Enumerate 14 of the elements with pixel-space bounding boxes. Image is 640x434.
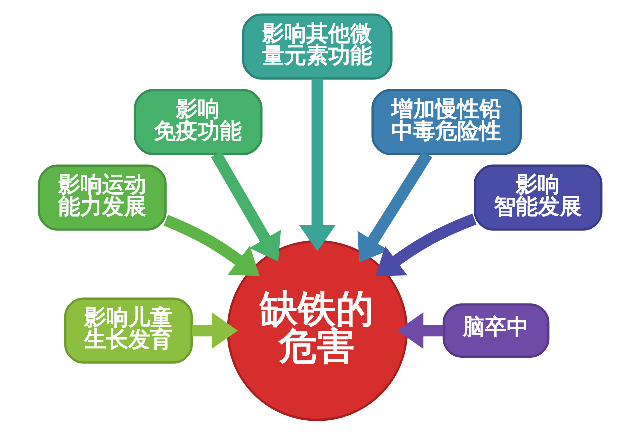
arrow: [192, 312, 238, 349]
arrow: [163, 214, 260, 276]
node-box: 影响儿童生长发育: [64, 297, 193, 364]
node-box: 脑卒中: [442, 303, 550, 358]
node-box: 影响运动能力发展: [38, 164, 166, 230]
node-box: 影响智能发展: [474, 164, 602, 230]
arrow: [298, 78, 336, 251]
arrow: [357, 150, 432, 262]
node-box: 影响免疫功能: [134, 88, 262, 155]
node-box: 影响其他微量元素功能: [242, 13, 392, 80]
node-box: 增加慢性铅中毒危险性: [371, 88, 522, 155]
arrow: [210, 151, 281, 262]
arrow: [397, 312, 444, 349]
arrow: [375, 213, 476, 276]
